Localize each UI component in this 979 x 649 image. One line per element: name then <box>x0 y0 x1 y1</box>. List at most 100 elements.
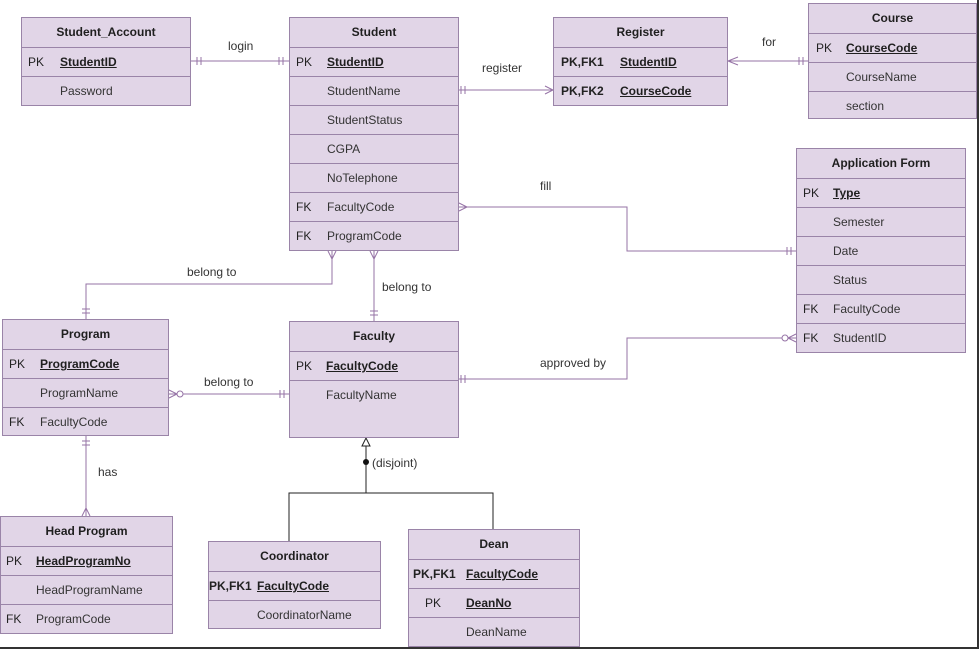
end-fill-b <box>786 247 792 255</box>
disjoint-dot <box>363 459 369 465</box>
label-has: has <box>98 465 118 479</box>
end-belong-program-b <box>82 308 90 314</box>
end-fill-a <box>458 202 469 212</box>
key-marker: FK <box>803 302 819 316</box>
primary-key-attribute: CourseCode <box>846 41 918 55</box>
attribute-name: CGPA <box>327 142 361 156</box>
attribute-row: CourseName <box>809 63 976 92</box>
attribute-row: ProgramName <box>3 379 168 408</box>
end-approved-circle <box>781 334 789 342</box>
label-disjoint: (disjoint) <box>372 456 418 470</box>
key-marker: PK,FK1 <box>413 567 456 581</box>
attribute-row: PK CourseCode <box>809 34 976 63</box>
attribute-row: section <box>809 92 976 121</box>
attribute-row: DeanName <box>409 618 579 647</box>
end-for-a <box>726 56 739 66</box>
label-fill: fill <box>540 179 552 193</box>
end-login-a <box>196 57 202 65</box>
label-belong-to-program: belong to <box>187 265 237 279</box>
end-login-b <box>278 57 284 65</box>
entity-title: Program <box>3 320 168 350</box>
attribute-row: StudentName <box>290 77 458 106</box>
key-marker: PK <box>803 186 820 200</box>
attribute-name: CourseName <box>846 70 917 84</box>
line-disjoint-branch <box>288 492 494 541</box>
key-marker: PK <box>816 41 833 55</box>
key-marker: PK,FK1 <box>209 579 252 593</box>
attribute-row: PK Type <box>797 179 965 208</box>
attribute-row: PK ProgramCode <box>3 350 168 379</box>
end-has-a <box>82 440 90 446</box>
attribute-row: CoordinatorName <box>209 601 380 630</box>
primary-key-attribute: FacultyCode <box>326 359 399 373</box>
end-program-faculty-b <box>279 390 285 398</box>
end-belong-program-a <box>327 250 337 261</box>
key-marker: FK <box>9 415 25 429</box>
key-marker: PK <box>424 596 441 610</box>
attribute-row: NoTelephone <box>290 164 458 193</box>
frame-bottom-edge <box>0 647 979 649</box>
label-login: login <box>228 39 254 53</box>
attribute-name: NoTelephone <box>327 171 398 185</box>
line-belong-program <box>85 251 333 319</box>
label-approved-by: approved by <box>540 356 607 370</box>
entity-title: Coordinator <box>209 542 380 572</box>
end-program-faculty-circle <box>176 390 184 398</box>
key-marker: PK,FK2 <box>561 84 604 98</box>
attribute-row: Status <box>797 266 965 295</box>
label-belong-to-faculty: belong to <box>382 280 432 294</box>
attribute-name: CoordinatorName <box>257 608 352 622</box>
entity-title: Application Form <box>797 149 965 179</box>
primary-key-attribute: FacultyCode <box>257 579 330 593</box>
entity-title: Head Program <box>1 517 172 547</box>
attribute-row: Semester <box>797 208 965 237</box>
primary-key-attribute: ProgramCode <box>40 357 120 371</box>
attribute-name: StudentStatus <box>327 113 403 127</box>
attribute-row: PK FacultyCode <box>290 352 458 381</box>
key-marker: FK <box>296 200 312 214</box>
primary-key-attribute: StudentID <box>327 55 384 69</box>
attribute-name: ProgramCode <box>327 229 402 243</box>
entity-title: Register <box>554 18 727 48</box>
attribute-row: StudentStatus <box>290 106 458 135</box>
attribute-name: StudentID <box>833 331 887 345</box>
attribute-row: PK,FK1 FacultyCode <box>209 572 380 601</box>
attribute-name: DeanName <box>466 625 527 639</box>
key-marker: FK <box>803 331 819 345</box>
attribute-name: FacultyCode <box>40 415 108 429</box>
key-marker: PK <box>296 359 313 373</box>
line-fill <box>459 206 796 252</box>
entity-title: Dean <box>409 530 579 560</box>
attribute-row: HeadProgramName <box>1 576 172 605</box>
entity-title: Faculty <box>290 322 458 352</box>
primary-key-attribute: StudentID <box>60 55 117 69</box>
key-marker: PK,FK1 <box>561 55 604 69</box>
end-belong-faculty-a <box>369 250 379 261</box>
label-program-faculty: belong to <box>204 375 254 389</box>
primary-key-attribute: HeadProgramNo <box>36 554 131 568</box>
primary-key-attribute: Type <box>833 186 861 200</box>
entity-title: Student_Account <box>22 18 190 48</box>
attribute-row: FK StudentID <box>797 324 965 353</box>
key-marker: PK <box>9 357 26 371</box>
attribute-row: FK FacultyCode <box>3 408 168 437</box>
